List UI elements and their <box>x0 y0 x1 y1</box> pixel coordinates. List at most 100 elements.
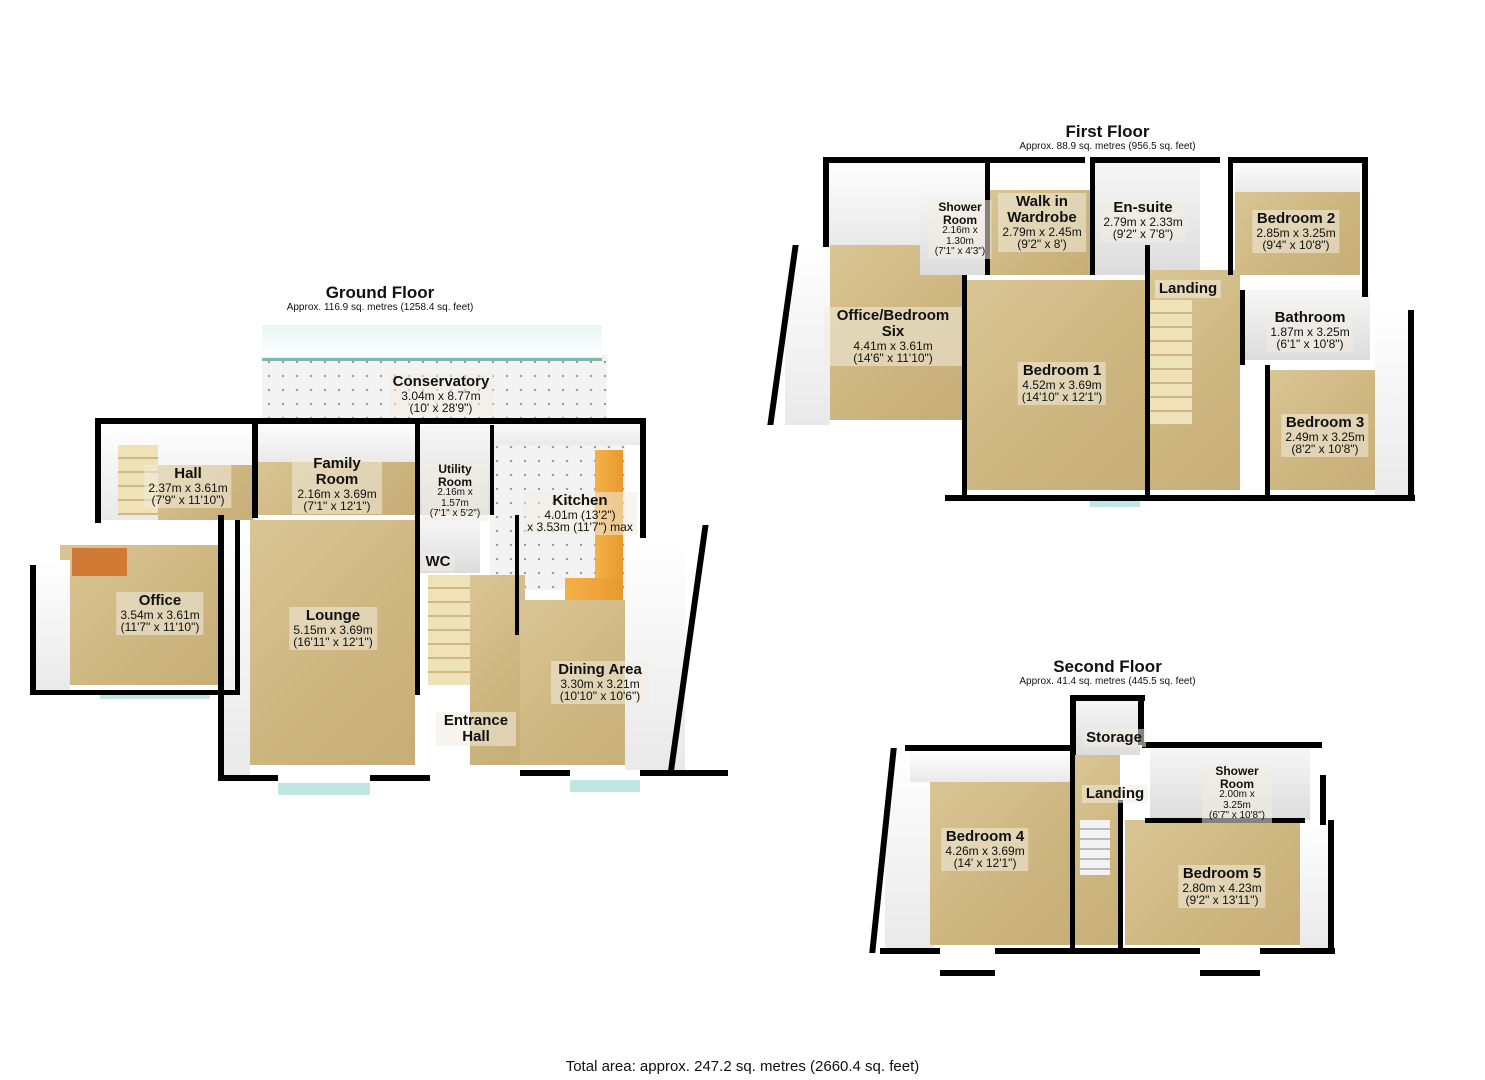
wall <box>1260 948 1335 954</box>
wall <box>255 418 645 424</box>
room-metric: 1.87m x 3.25m <box>1270 324 1350 339</box>
room-name: Kitchen <box>552 492 608 509</box>
room-imperial: (7'1" x 4'3") <box>934 246 986 258</box>
room-metric: 2.37m x 3.61m <box>148 480 228 495</box>
wall <box>1328 820 1334 950</box>
room-imperial: (6'7" x 10'8") <box>1209 810 1265 822</box>
first-floor-window <box>1090 501 1140 507</box>
room-metric: 4.52m x 3.69m <box>1022 377 1102 392</box>
room-name: Bedroom 1 <box>1022 362 1102 379</box>
room-name: Hall <box>174 465 202 482</box>
bedroom-4-top-wall <box>910 750 1070 782</box>
room-imperial: (7'9" x 11'10") <box>151 493 225 508</box>
wall <box>962 275 967 500</box>
room-name: Landing <box>1158 280 1218 297</box>
wall <box>1265 365 1270 495</box>
room-name: Bedroom 5 <box>1182 865 1262 882</box>
room-name: Dining Area <box>558 661 642 678</box>
room-name: Bedroom 4 <box>945 828 1025 845</box>
room-name: Utility Room <box>438 462 472 489</box>
wall <box>1138 695 1144 745</box>
conservatory-wall <box>262 358 602 361</box>
wall <box>640 418 646 538</box>
room-imperial: (7'1" x 12'1") <box>303 499 371 514</box>
wall <box>1228 157 1368 163</box>
lounge-bay-window <box>278 783 370 795</box>
wall <box>825 157 985 163</box>
room-name: Landing <box>1085 785 1145 802</box>
wall <box>1228 160 1233 275</box>
label-storage: Storage <box>1082 729 1146 747</box>
room-imperial: (14'6" x 11'10") <box>853 351 933 366</box>
room-metric: 2.00m x 3.25m <box>1219 789 1255 811</box>
wall <box>1142 742 1322 748</box>
wall <box>515 515 519 635</box>
wall <box>1145 245 1150 495</box>
wall <box>95 418 255 424</box>
wall <box>1200 970 1260 976</box>
room-name: Bedroom 2 <box>1256 210 1336 227</box>
label-wc: WC <box>421 553 455 571</box>
wall <box>1408 310 1414 500</box>
wall <box>1070 755 1075 950</box>
wall <box>218 515 224 780</box>
room-imperial: (6'1" x 10'8") <box>1276 337 1344 352</box>
first-floor-stairs <box>1150 300 1192 425</box>
room-metric: 3.30m x 3.21m <box>560 676 640 691</box>
room-imperial: x 3.53m (11'7") max <box>527 520 633 535</box>
room-name: Family Room <box>313 455 361 488</box>
wall <box>880 948 940 954</box>
label-entrance-hall: Entrance Hall <box>436 712 516 746</box>
room-name: Shower Room <box>938 200 982 227</box>
room-metric: 5.15m x 3.69m <box>293 622 373 637</box>
ground-floor-area: Approx. 116.9 sq. metres (1258.4 sq. fee… <box>286 302 474 313</box>
room-imperial: (9'2" x 8') <box>1017 237 1067 252</box>
wall <box>95 418 101 523</box>
room-name: Conservatory <box>392 373 490 390</box>
label-bedroom-1: Bedroom 1 4.52m x 3.69m (14'10" x 12'1") <box>1017 362 1107 405</box>
label-walk-in-wardrobe: Walk in Wardrobe 2.79m x 2.45m (9'2" x 8… <box>998 193 1086 252</box>
room-metric: 3.04m x 8.77m <box>401 388 481 403</box>
wall <box>415 420 420 695</box>
room-name: Walk in Wardrobe <box>1007 193 1077 226</box>
room-name: Lounge <box>305 607 361 624</box>
label-bedroom-5: Bedroom 5 2.80m x 4.23m (9'2" x 13'11") <box>1178 865 1266 908</box>
label-utility-room: Utility Room 2.16m x 1.57m (7'1" x 5'2") <box>422 462 488 521</box>
second-floor-name: Second Floor <box>1053 657 1162 676</box>
wall <box>490 425 494 515</box>
wall <box>1070 695 1145 701</box>
label-hall: Hall 2.37m x 3.61m (7'9" x 11'10") <box>144 465 232 508</box>
first-floor-area: Approx. 88.9 sq. metres (956.5 sq. feet) <box>1019 141 1196 152</box>
room-metric: 4.26m x 3.69m <box>945 843 1025 858</box>
label-bedroom-3: Bedroom 3 2.49m x 3.25m (8'2" x 10'8") <box>1281 414 1369 457</box>
office-wall <box>30 560 70 695</box>
second-floor-area: Approx. 41.4 sq. metres (445.5 sq. feet) <box>1019 676 1196 687</box>
wall <box>1362 157 1368 297</box>
room-metric: 2.16m x 3.69m <box>297 486 377 501</box>
label-family-room: Family Room 2.16m x 3.69m (7'1" x 12'1") <box>292 455 382 514</box>
room-storage <box>1075 700 1140 755</box>
kitchen-worktop-return <box>565 578 623 602</box>
wall <box>995 948 1200 954</box>
conservatory-glazing <box>262 325 602 357</box>
ground-stairs <box>428 575 470 685</box>
room-imperial: (16'11" x 12'1") <box>293 635 373 650</box>
room-name: Bathroom <box>1274 309 1346 326</box>
wall <box>985 157 1085 163</box>
room-imperial: (14' x 12'1") <box>953 856 1017 871</box>
bedroom-2-wall <box>1235 160 1360 192</box>
room-imperial: (9'4" x 10'8") <box>1262 238 1330 253</box>
label-landing-sf: Landing <box>1081 785 1149 803</box>
room-metric: 3.54m x 3.61m <box>120 607 200 622</box>
room-imperial: (11'7" x 11'10") <box>120 620 200 635</box>
room-name: Office/Bedroom Six <box>836 307 950 340</box>
wall <box>1320 775 1326 825</box>
label-dining-area: Dining Area 3.30m x 3.21m (10'10" x 10'6… <box>551 661 649 704</box>
bedroom-4-wall <box>885 750 935 950</box>
wall <box>520 770 570 776</box>
label-bathroom: Bathroom 1.87m x 3.25m (6'1" x 10'8") <box>1266 309 1354 352</box>
room-metric: 4.01m (13'2") <box>544 507 616 522</box>
room-name: Storage <box>1086 729 1142 746</box>
wall <box>940 970 995 976</box>
room-metric: 2.16m x 1.57m <box>437 487 473 509</box>
